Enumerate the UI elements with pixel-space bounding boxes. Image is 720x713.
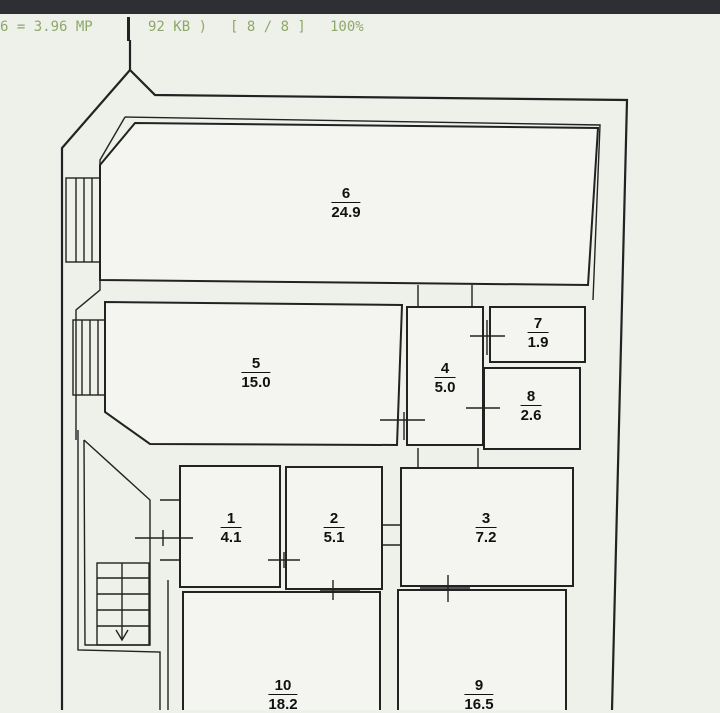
status-separator <box>127 17 130 41</box>
filesize-text: 92 KB ) <box>148 19 208 35</box>
room-9-number: 9 <box>474 677 484 694</box>
room-5-area: 15.0 <box>241 372 271 391</box>
window-left-upper <box>65 177 101 263</box>
room-7-area: 1.9 <box>527 332 549 351</box>
room-2-area: 5.1 <box>323 527 345 546</box>
room-4-area: 5.0 <box>434 377 456 396</box>
room-10-outline <box>182 591 381 710</box>
room-1-outline <box>179 465 281 588</box>
room-1-label: 1 4.1 <box>220 510 242 546</box>
stairwell-wall <box>77 430 161 710</box>
room-8-area: 2.6 <box>520 405 542 424</box>
megapixels-text: 6 = 3.96 MP <box>0 19 93 35</box>
room-6-outline <box>99 121 600 287</box>
viewer-status-bar: 6 = 3.96 MP 92 KB ) [ 8 / 8 ] 100% <box>0 17 720 41</box>
outer-wall-top <box>129 69 629 710</box>
room-3-number: 3 <box>481 510 491 527</box>
room-3-label: 3 7.2 <box>475 510 497 546</box>
zoom-level: 100% <box>330 19 364 35</box>
room-4-outline <box>406 306 484 446</box>
room-10-label: 10 18.2 <box>268 677 298 713</box>
door-marks <box>135 320 505 602</box>
room-3-area: 7.2 <box>475 527 497 546</box>
room-5-label: 5 15.0 <box>241 355 271 391</box>
room-2-number: 2 <box>329 510 339 527</box>
room-6-area: 24.9 <box>331 202 361 221</box>
room-2-outline <box>285 466 383 590</box>
stairwell-inner <box>83 439 151 646</box>
window-left-lower <box>72 319 106 396</box>
outer-wall <box>60 40 132 710</box>
room-4-label: 4 5.0 <box>434 360 456 396</box>
room-9-outline <box>397 589 567 710</box>
room-6-number: 6 <box>341 185 351 202</box>
room-7-outline <box>489 306 586 363</box>
room-8-number: 8 <box>526 388 536 405</box>
room-8-label: 8 2.6 <box>520 388 542 424</box>
room-10-area: 18.2 <box>268 694 298 713</box>
room-5-number: 5 <box>251 355 261 372</box>
room-2-label: 2 5.1 <box>323 510 345 546</box>
page-counter: [ 8 / 8 ] <box>230 19 306 35</box>
room-7-label: 7 1.9 <box>527 315 549 351</box>
room-1-area: 4.1 <box>220 527 242 546</box>
room-9-label: 9 16.5 <box>464 677 494 713</box>
room-4-number: 4 <box>440 360 450 377</box>
room-9-area: 16.5 <box>464 694 494 713</box>
corridor-wall <box>75 116 126 440</box>
room-10-number: 10 <box>274 677 292 694</box>
room-7-number: 7 <box>533 315 543 332</box>
room-6-label: 6 24.9 <box>331 185 361 221</box>
stairs <box>96 562 150 646</box>
window-top-bar <box>0 0 720 14</box>
room-5-outline <box>104 300 404 447</box>
inner-wall-top <box>124 116 601 301</box>
room-1-number: 1 <box>226 510 236 527</box>
